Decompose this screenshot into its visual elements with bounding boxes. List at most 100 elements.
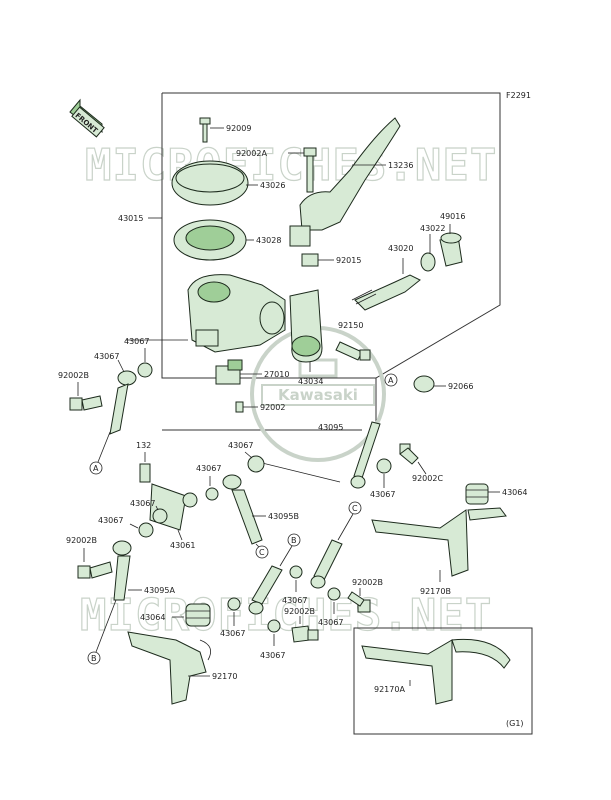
label-92002C: 92002C bbox=[412, 474, 443, 483]
label-43064-a: 43064 bbox=[502, 488, 527, 497]
label-92002: 92002 bbox=[260, 403, 285, 412]
label-92002A: 92002A bbox=[236, 149, 267, 158]
label-43020: 43020 bbox=[388, 244, 413, 253]
callout-b-mid-label: B bbox=[291, 536, 297, 545]
switch-43061 bbox=[149, 483, 198, 531]
watermark-bottom: MICROFICHES.NET bbox=[80, 590, 492, 641]
bolt-92002C bbox=[399, 443, 419, 465]
front-arrow-icon: FRONT bbox=[69, 98, 105, 138]
bolt-92002B-c bbox=[347, 591, 371, 613]
screw-92002 bbox=[235, 401, 244, 413]
washer-43067-a bbox=[137, 362, 153, 378]
washer-43067-f bbox=[152, 508, 168, 524]
callout-b-bottom bbox=[87, 651, 101, 665]
logo-text: Kawasaki bbox=[278, 386, 358, 404]
clamp-43034 bbox=[289, 289, 323, 363]
label-27010: 27010 bbox=[264, 370, 289, 379]
bolt-132 bbox=[139, 463, 151, 483]
hose-43095B bbox=[222, 474, 263, 545]
label-92002B-c: 92002B bbox=[352, 578, 383, 587]
assembly-frame bbox=[161, 92, 501, 379]
label-49016: 49016 bbox=[440, 212, 465, 221]
label-92170: 92170 bbox=[212, 672, 237, 681]
bolt-92002A bbox=[303, 147, 317, 193]
master-cylinder-body bbox=[187, 274, 286, 353]
label-43067-d: 43067 bbox=[370, 490, 395, 499]
label-43064-b: 43064 bbox=[140, 613, 165, 622]
washer-43067-d bbox=[376, 458, 392, 474]
reservoir-cap-43026 bbox=[171, 160, 249, 206]
label-43067-h: 43067 bbox=[282, 596, 307, 605]
callout-c-left bbox=[255, 545, 269, 559]
label-92002B-d: 92002B bbox=[66, 536, 97, 545]
diaphragm-43028 bbox=[173, 219, 247, 261]
label-43034: 43034 bbox=[298, 377, 323, 386]
bolt-92150 bbox=[335, 341, 371, 361]
callout-c-right-label: C bbox=[352, 504, 358, 513]
grommet-43064-b bbox=[185, 603, 211, 627]
hose-c-right bbox=[310, 539, 343, 589]
callout-a-top bbox=[384, 373, 398, 387]
label-43067-f: 43067 bbox=[130, 499, 155, 508]
callout-c-left-label: C bbox=[259, 548, 265, 557]
label-43026: 43026 bbox=[260, 181, 285, 190]
callout-a-bottom-label: A bbox=[93, 464, 99, 473]
cap-92066 bbox=[413, 375, 435, 393]
label-43095B: 43095B bbox=[268, 512, 299, 521]
washer-43067-e bbox=[205, 487, 219, 501]
bolt-92002B-a bbox=[69, 395, 103, 411]
label-43095A: 43095A bbox=[144, 586, 175, 595]
label-92170A: 92170A bbox=[374, 685, 405, 694]
label-132: 132 bbox=[136, 441, 151, 450]
washer-43067-j bbox=[327, 587, 341, 601]
bolt-92002B-d bbox=[77, 561, 113, 579]
label-92002B-b: 92002B bbox=[284, 607, 315, 616]
hose-b-mid bbox=[248, 565, 283, 615]
label-43015: 43015 bbox=[118, 214, 143, 223]
watermark-top: MICROFICHES.NET bbox=[85, 140, 497, 191]
label-43067-e: 43067 bbox=[196, 464, 221, 473]
label-43022: 43022 bbox=[420, 224, 445, 233]
label-43095: 43095 bbox=[318, 423, 343, 432]
callout-a-bottom bbox=[89, 461, 103, 475]
callout-b-bottom-label: B bbox=[91, 654, 97, 663]
brake-lever-13236 bbox=[289, 117, 401, 247]
callout-c-right bbox=[348, 501, 362, 515]
washer-43067-h bbox=[289, 565, 303, 579]
washer-43067-g bbox=[138, 522, 154, 538]
label-92066: 92066 bbox=[448, 382, 473, 391]
bracket-92170A bbox=[361, 638, 511, 705]
label-43067-a: 43067 bbox=[124, 337, 149, 346]
label-92002B-a: 92002B bbox=[58, 371, 89, 380]
label-43067-j: 43067 bbox=[318, 618, 343, 627]
figure-code: F2291 bbox=[506, 91, 531, 100]
washer-43067-k bbox=[267, 619, 281, 633]
label-92150: 92150 bbox=[338, 321, 363, 330]
label-43067-k: 43067 bbox=[260, 651, 285, 660]
boot-49016 bbox=[439, 232, 463, 267]
grommet-43064-a bbox=[465, 483, 489, 505]
hose-43095 bbox=[109, 370, 137, 435]
label-43028: 43028 bbox=[256, 236, 281, 245]
label-92015: 92015 bbox=[336, 256, 361, 265]
g1-box bbox=[353, 627, 533, 735]
label-43067-g: 43067 bbox=[98, 516, 123, 525]
label-43067-i: 43067 bbox=[220, 629, 245, 638]
label-92009: 92009 bbox=[226, 124, 251, 133]
label-43061: 43061 bbox=[170, 541, 195, 550]
switch-27010 bbox=[215, 359, 243, 385]
piston-43020 bbox=[351, 274, 421, 311]
label-43067-b: 43067 bbox=[94, 352, 119, 361]
screw-92009 bbox=[199, 117, 211, 143]
bracket-92170 bbox=[127, 631, 212, 705]
callout-a-top-label: A bbox=[388, 376, 394, 385]
bracket-92170B bbox=[371, 507, 507, 577]
washer-43067-i bbox=[227, 597, 241, 611]
bolt-92002B-b bbox=[291, 625, 319, 643]
label-43067-c: 43067 bbox=[228, 441, 253, 450]
group-label: (G1) bbox=[506, 719, 524, 728]
circlip-43022 bbox=[420, 252, 436, 272]
label-92170B: 92170B bbox=[420, 587, 451, 596]
callout-b-mid bbox=[287, 533, 301, 547]
